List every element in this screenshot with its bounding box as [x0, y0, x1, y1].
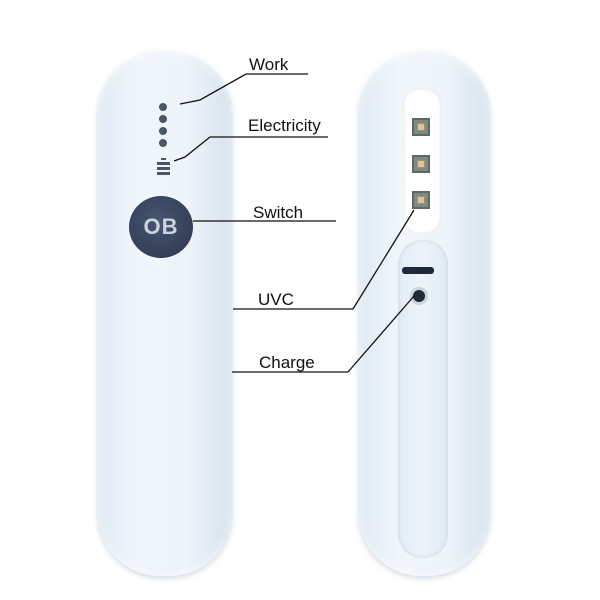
switch-button-label: OB: [143, 214, 179, 239]
level-dot-3-icon: [159, 127, 167, 135]
level-dot-2-icon: [159, 139, 167, 147]
work-indicator-dot-icon: [159, 103, 167, 111]
work-leader: [179, 73, 308, 105]
charge-port-icon: [410, 287, 428, 305]
battery-icon: [157, 158, 170, 176]
level-dot-4-icon: [159, 115, 167, 123]
uvc-label: UVC: [258, 290, 294, 309]
charge-label: Charge: [259, 353, 315, 372]
electricity-leader: [173, 136, 328, 162]
uv-led-chip-icon: [412, 191, 430, 209]
charge-leader-right: [347, 295, 415, 373]
uv-led-chip-icon: [412, 155, 430, 173]
uvc-leader-right: [352, 209, 415, 310]
indicator-slot: [402, 267, 434, 274]
electricity-label: Electricity: [248, 116, 321, 135]
uv-led-chip-icon: [412, 118, 430, 136]
work-label: Work: [249, 55, 289, 74]
switch-label: Switch: [253, 203, 304, 222]
power-switch-button[interactable]: OB: [129, 196, 193, 258]
